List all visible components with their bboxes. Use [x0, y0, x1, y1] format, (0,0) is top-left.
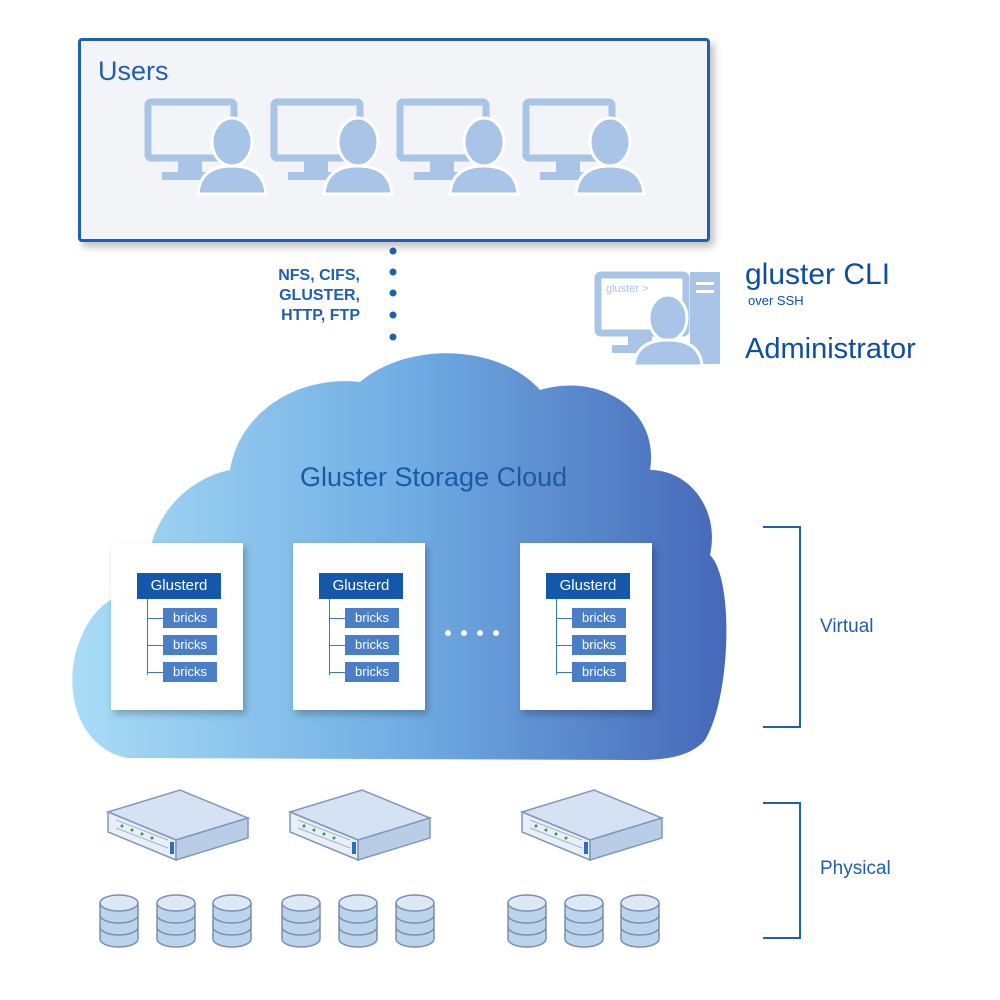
terminal-prompt: gluster >	[606, 283, 649, 295]
tree-branch	[147, 618, 163, 619]
tree-branch	[147, 672, 163, 673]
glusterd-label: Glusterd	[546, 573, 630, 599]
tree-line	[329, 599, 330, 675]
disk-icon	[99, 894, 139, 948]
protocol-line: GLUSTER,	[279, 287, 360, 304]
cli-title: gluster CLI	[745, 258, 891, 291]
tree-branch	[556, 618, 572, 619]
gluster-node: Glusterd bricks bricks bricks	[111, 543, 243, 710]
brick-item: bricks	[163, 635, 217, 655]
gluster-node: Glusterd bricks bricks bricks	[293, 543, 425, 710]
brick-item: bricks	[572, 662, 626, 682]
tree-branch	[329, 672, 345, 673]
user-workstation-icon	[148, 102, 266, 194]
glusterd-label: Glusterd	[319, 573, 403, 599]
user-workstation-icon	[274, 102, 392, 194]
tree-line	[147, 599, 148, 675]
cloud-title: Gluster Storage Cloud	[300, 462, 568, 492]
protocol-line: HTTP, FTP	[281, 307, 360, 324]
physical-layer-label: Physical	[820, 858, 891, 879]
tree-branch	[147, 645, 163, 646]
tree-branch	[556, 672, 572, 673]
disk-icon	[156, 894, 196, 948]
gluster-node: Glusterd bricks bricks bricks	[520, 543, 652, 710]
brick-item: bricks	[345, 635, 399, 655]
cli-subtitle: over SSH	[748, 293, 804, 308]
tree-branch	[329, 618, 345, 619]
user-workstation-icon	[400, 102, 518, 194]
connector-dots	[389, 247, 397, 341]
brick-item: bricks	[572, 608, 626, 628]
disk-icon	[564, 894, 604, 948]
tree-branch	[329, 645, 345, 646]
user-workstation-icon	[526, 102, 644, 194]
brick-item: bricks	[163, 608, 217, 628]
brick-item: bricks	[345, 608, 399, 628]
server-icon	[521, 789, 663, 861]
tree-branch	[556, 645, 572, 646]
disk-icon	[338, 894, 378, 948]
disk-icon	[395, 894, 435, 948]
glusterd-label: Glusterd	[137, 573, 221, 599]
virtual-bracket	[763, 526, 801, 728]
users-title: Users	[98, 56, 169, 86]
protocol-list: NFS, CIFS, GLUSTER, HTTP, FTP	[248, 266, 360, 326]
server-icon	[107, 789, 249, 861]
disk-icon	[620, 894, 660, 948]
server-icon	[289, 789, 431, 861]
disk-icon	[281, 894, 321, 948]
brick-item: bricks	[163, 662, 217, 682]
administrator-label: Administrator	[745, 333, 916, 365]
disk-icon	[212, 894, 252, 948]
disk-icon	[507, 894, 547, 948]
protocol-line: NFS, CIFS,	[278, 267, 360, 284]
tree-line	[556, 599, 557, 675]
admin-workstation-icon	[594, 271, 720, 368]
virtual-layer-label: Virtual	[820, 616, 874, 637]
physical-bracket	[763, 802, 801, 939]
more-nodes-ellipsis	[445, 630, 499, 636]
brick-item: bricks	[345, 662, 399, 682]
brick-item: bricks	[572, 635, 626, 655]
